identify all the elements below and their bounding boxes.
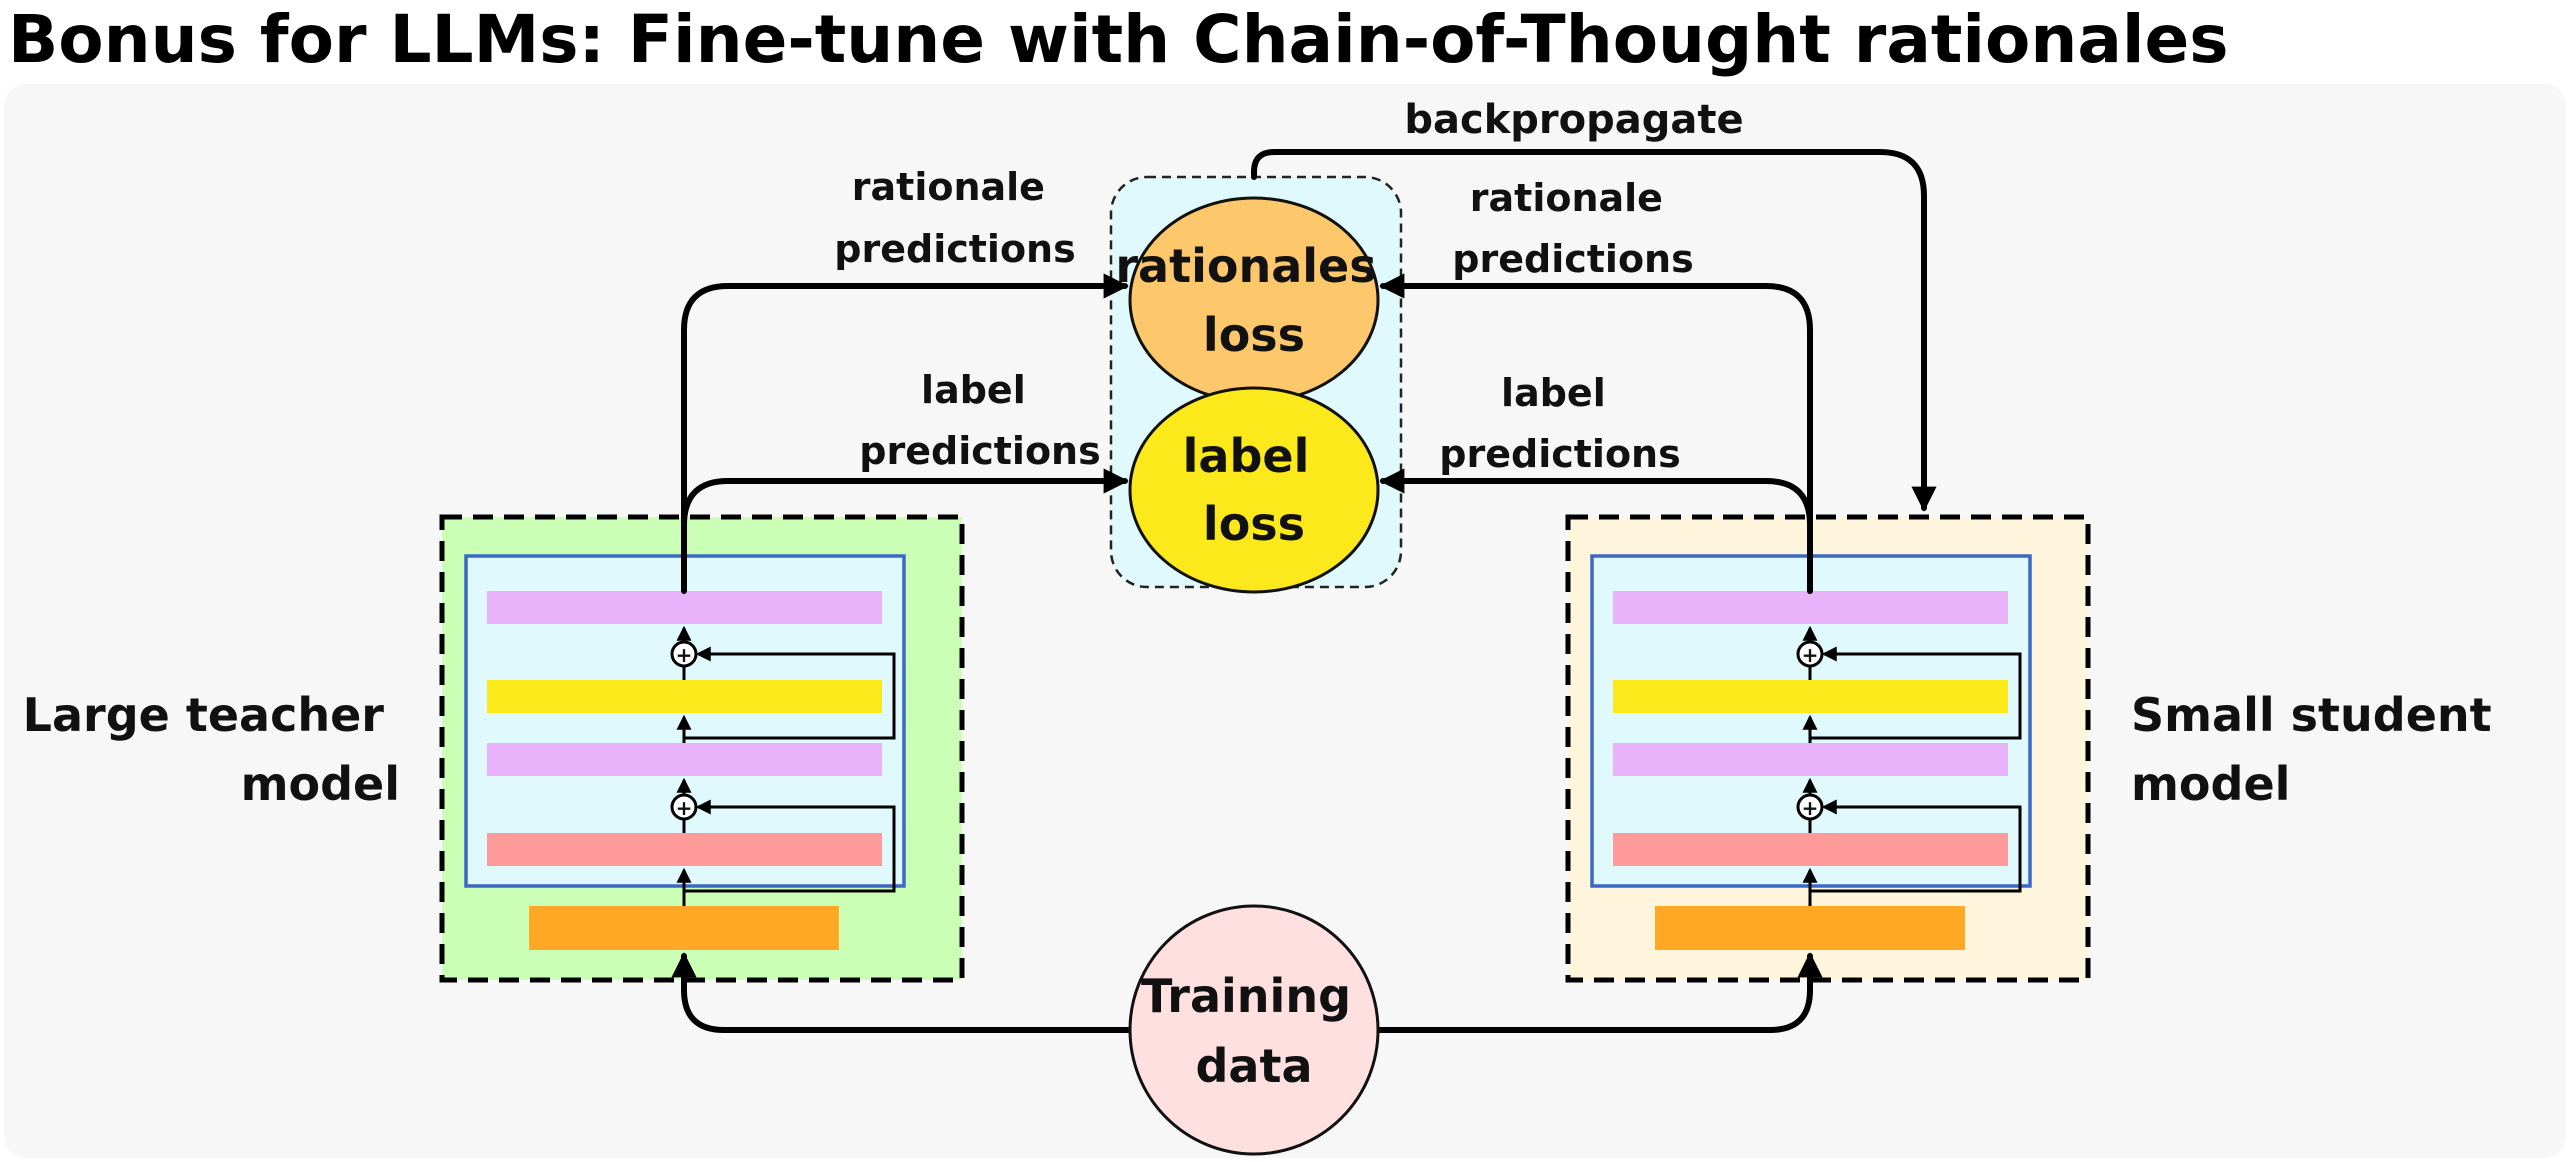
rationale-predictions-left-line-1: rationale — [852, 165, 1045, 209]
rationale-predictions-left-line-2: predictions — [834, 227, 1075, 271]
rationale-predictions-right-line-1: rationale — [1470, 176, 1663, 220]
arrow-backpropagate — [1251, 149, 1937, 512]
teacher-model-line-2: model — [241, 757, 400, 811]
training-data-text: Training data — [1141, 969, 1367, 1093]
label-predictions-right-line-2: predictions — [1439, 432, 1680, 476]
teacher-residual-add-2: + — [676, 643, 693, 667]
teacher-model-line-1: Large teacher — [23, 688, 385, 742]
teacher-model-label: Large teacher model — [23, 688, 400, 811]
rationales-loss-node — [1128, 196, 1380, 404]
label-predictions-right-line-1: label — [1501, 371, 1606, 415]
teacher-layer-purple-top — [487, 591, 882, 624]
student-model-line-1: Small student — [2131, 688, 2492, 742]
label-loss-line-1: label — [1183, 429, 1310, 483]
teacher-residual-flow — [670, 625, 896, 906]
main-arrows — [671, 149, 1937, 1033]
teacher-layer-yellow — [487, 680, 882, 713]
student-residual-add-1: + — [1802, 796, 1819, 820]
student-model-line-2: model — [2131, 757, 2290, 811]
rationales-loss-line-1: rationales — [1115, 239, 1376, 293]
student-layer-purple-bottom — [1613, 743, 2008, 776]
student-residual-add-2: + — [1802, 643, 1819, 667]
rationale-predictions-right-label: rationale predictions — [1452, 176, 1693, 281]
teacher-embedding-layer — [529, 906, 839, 950]
training-data-line-1: Training — [1141, 969, 1351, 1023]
student-embedding-layer — [1655, 906, 1965, 950]
rationale-predictions-left-label: rationale predictions — [834, 165, 1075, 271]
label-loss-text: label loss — [1183, 429, 1326, 551]
label-loss-node — [1128, 386, 1380, 594]
student-layer-purple-top — [1613, 591, 2008, 624]
rationale-predictions-right-line-2: predictions — [1452, 237, 1693, 281]
training-data-line-2: data — [1196, 1039, 1313, 1093]
rationales-loss-line-2: loss — [1203, 308, 1305, 362]
arrow-training-to-teacher — [671, 952, 1133, 1033]
label-predictions-left-line-2: predictions — [859, 429, 1100, 473]
student-model-label: Small student model — [2131, 688, 2508, 811]
label-predictions-left-line-1: label — [921, 368, 1026, 412]
teacher-layer-purple-bottom — [487, 743, 882, 776]
label-predictions-left-label: label predictions — [859, 368, 1100, 473]
student-residual-flow — [1796, 625, 2022, 906]
backpropagate-label: backpropagate — [1404, 97, 1743, 143]
slide-title: Bonus for LLMs: Fine-tune with Chain-of-… — [8, 1, 2229, 78]
arrow-teacher-label — [681, 468, 1129, 528]
training-data-node — [1128, 904, 1380, 1156]
arrow-teacher-rationale — [681, 273, 1129, 594]
label-predictions-right-label: label predictions — [1439, 371, 1680, 476]
arrow-student-rationale — [1379, 273, 1813, 594]
teacher-layer-red — [487, 833, 882, 866]
teacher-residual-add-1: + — [676, 796, 693, 820]
label-loss-line-2: loss — [1203, 497, 1305, 551]
student-layer-yellow — [1613, 680, 2008, 713]
student-layer-red — [1613, 833, 2008, 866]
arrow-student-label — [1379, 468, 1813, 594]
rationales-loss-text: rationales loss — [1115, 239, 1392, 362]
arrow-training-to-student — [1375, 952, 1823, 1033]
